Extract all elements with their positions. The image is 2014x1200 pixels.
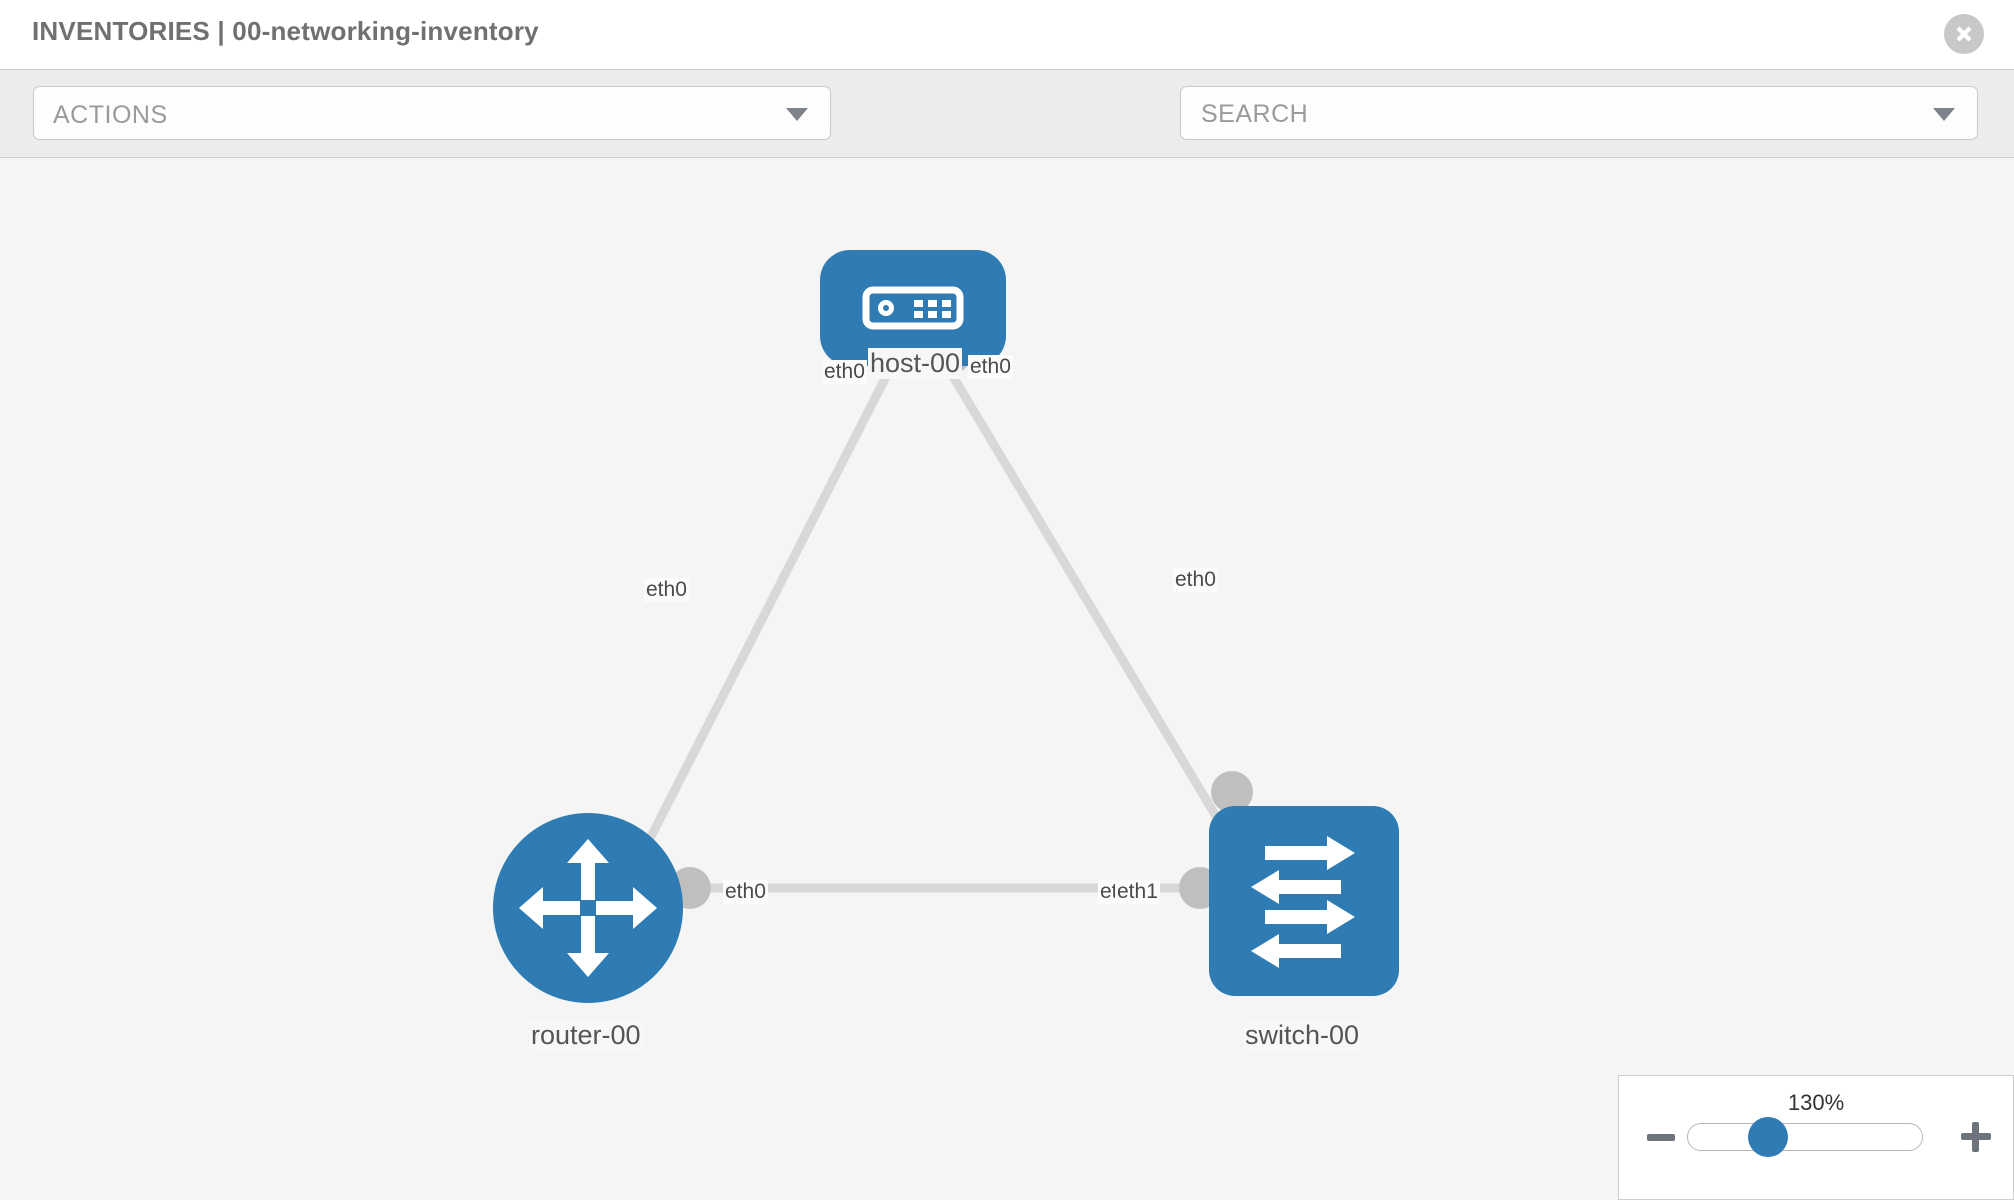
node-label-router-00: router-00 (529, 1020, 643, 1051)
server-icon (820, 250, 1006, 366)
edge-label-router-eth0-up: eth0 (644, 578, 689, 602)
edge-label-host-eth0-right: eth0 (968, 355, 1013, 379)
node-host-00[interactable] (820, 250, 1006, 366)
zoom-control-panel: 130% (1618, 1075, 2014, 1200)
node-router-00[interactable] (493, 813, 683, 1003)
page-title: INVENTORIES | 00-networking-inventory (32, 16, 539, 46)
zoom-level-value: 130% (1787, 1090, 1845, 1115)
toolbar: ACTIONS (0, 69, 2014, 196)
edge-label-switch-eth0-up: eth0 (1173, 568, 1218, 592)
search-input[interactable] (1199, 87, 1903, 141)
edge-label-switch-eth1: eth1 (1115, 880, 1160, 904)
topology-canvas[interactable]: host-00 router-00 (0, 158, 2014, 1200)
close-icon[interactable] (1944, 14, 1984, 54)
switch-arrows-icon (1209, 806, 1399, 996)
edge-label-host-eth0-left: eth0 (822, 360, 867, 384)
chevron-down-icon (786, 108, 808, 121)
zoom-slider-track[interactable] (1687, 1123, 1923, 1151)
edge-host-switch (941, 360, 1239, 851)
plus-icon[interactable] (1961, 1122, 1991, 1152)
node-label-host-00: host-00 (868, 348, 963, 379)
socket-switch-eth0 (1211, 771, 1253, 813)
page-header: INVENTORIES | 00-networking-inventory (0, 0, 2014, 69)
chevron-down-icon[interactable] (1933, 108, 1955, 121)
node-switch-00[interactable] (1209, 806, 1399, 996)
node-label-switch-00: switch-00 (1243, 1020, 1362, 1051)
edge-host-router (635, 360, 898, 861)
router-arrows-icon (493, 813, 683, 1003)
actions-dropdown-label: ACTIONS (53, 101, 168, 129)
actions-dropdown[interactable]: ACTIONS (33, 86, 831, 140)
zoom-slider-thumb[interactable] (1748, 1117, 1788, 1157)
topology-edges-layer (635, 333, 1253, 909)
search-box[interactable] (1180, 86, 1978, 141)
edge-label-router-eth0: eth0 (723, 880, 768, 904)
minus-icon[interactable] (1647, 1134, 1675, 1141)
